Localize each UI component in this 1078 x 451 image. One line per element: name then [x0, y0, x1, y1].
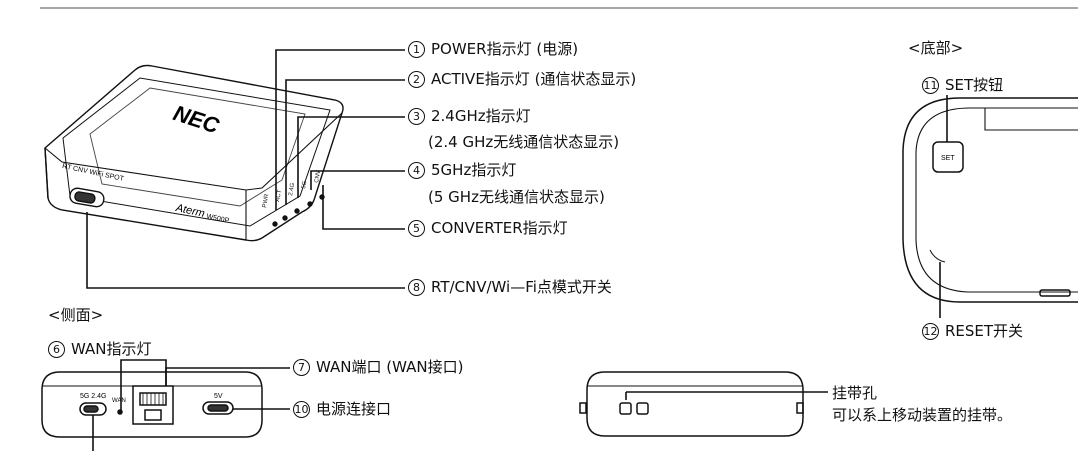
- strap-view-device: [579, 371, 804, 437]
- leader-lines-right: [939, 95, 948, 318]
- callout-text: POWER指示灯 (电源): [431, 40, 579, 58]
- callout-number: 12: [922, 323, 939, 340]
- model-code: W500P: [206, 213, 230, 225]
- callout-5ghz: 4 5GHz指示灯: [408, 161, 516, 180]
- led-engraving-5g: 5G: [301, 180, 308, 189]
- led-engraving-24g: 2.4G: [288, 182, 296, 196]
- section-side-title: <侧面>: [48, 306, 104, 324]
- callout-wan-led: 6 WAN指示灯: [48, 340, 152, 359]
- callout-number: 2: [408, 71, 425, 88]
- callout-reset-switch: 12 RESET开关: [922, 322, 1023, 341]
- led-engraving-cnv: CNV: [314, 170, 322, 184]
- callout-text: RT/CNV/Wi—Fi点模式开关: [431, 278, 612, 296]
- callout-number: 7: [293, 359, 310, 376]
- callout-text: RESET开关: [945, 322, 1024, 340]
- callout-24ghz-sub: (2.4 GHz无线通信状态显示): [428, 133, 620, 151]
- callout-power: 1 POWER指示灯 (电源): [408, 40, 578, 59]
- callout-converter: 5 CONVERTER指示灯: [408, 219, 568, 238]
- callout-set-button: 11 SET按钮: [922, 76, 1003, 95]
- callout-24ghz: 3 2.4GHz指示灯: [408, 107, 531, 126]
- wan-engraving: WAN: [112, 398, 126, 404]
- led-engraving-act: ACT: [275, 189, 283, 202]
- callout-power-port: 10 电源连接口: [293, 400, 391, 419]
- leader-lines-top: [86, 49, 405, 289]
- callout-text: WAN端口 (WAN接口): [316, 358, 464, 376]
- bottom-view-device: [902, 97, 1078, 303]
- callout-mode-switch: 8 RT/CNV/Wi—Fi点模式开关: [408, 278, 612, 297]
- section-bottom-title: <底部>: [908, 39, 964, 57]
- callout-number: 1: [408, 41, 425, 58]
- callout-5ghz-sub: (5 GHz无线通信状态显示): [428, 188, 605, 206]
- router-main: [44, 64, 344, 242]
- callout-number: 5: [408, 220, 425, 237]
- callout-text: 电源连接口: [316, 400, 392, 418]
- strap-hole-desc: 可以系上移动装置的挂带。: [832, 406, 1013, 424]
- set-key-label: SET: [941, 155, 955, 162]
- dc-engraving: 5V: [214, 393, 223, 400]
- callout-wan-port: 7 WAN端口 (WAN接口): [293, 358, 463, 377]
- callout-number: 10: [293, 401, 310, 418]
- callout-text: 2.4GHz指示灯: [431, 107, 531, 125]
- callout-number: 8: [408, 279, 425, 296]
- callout-active: 2 ACTIVE指示灯 (通信状态显示): [408, 70, 636, 89]
- side-view-device: [41, 371, 263, 438]
- side-switch-engraving: 5G 2.4G: [80, 393, 106, 400]
- callout-number: 6: [48, 341, 65, 358]
- callout-text: ACTIVE指示灯 (通信状态显示): [431, 70, 637, 88]
- strap-hole-title: 挂带孔: [832, 384, 878, 402]
- callout-number: 4: [408, 162, 425, 179]
- led-engraving-pwr: PWR: [262, 193, 270, 208]
- leader-lines-side: [92, 359, 290, 451]
- callout-text: CONVERTER指示灯: [431, 219, 568, 237]
- callout-text: 5GHz指示灯: [431, 161, 517, 179]
- callout-number: 11: [922, 77, 939, 94]
- callout-text: WAN指示灯: [71, 340, 152, 358]
- callout-number: 3: [408, 108, 425, 125]
- callout-text: SET按钮: [945, 76, 1004, 94]
